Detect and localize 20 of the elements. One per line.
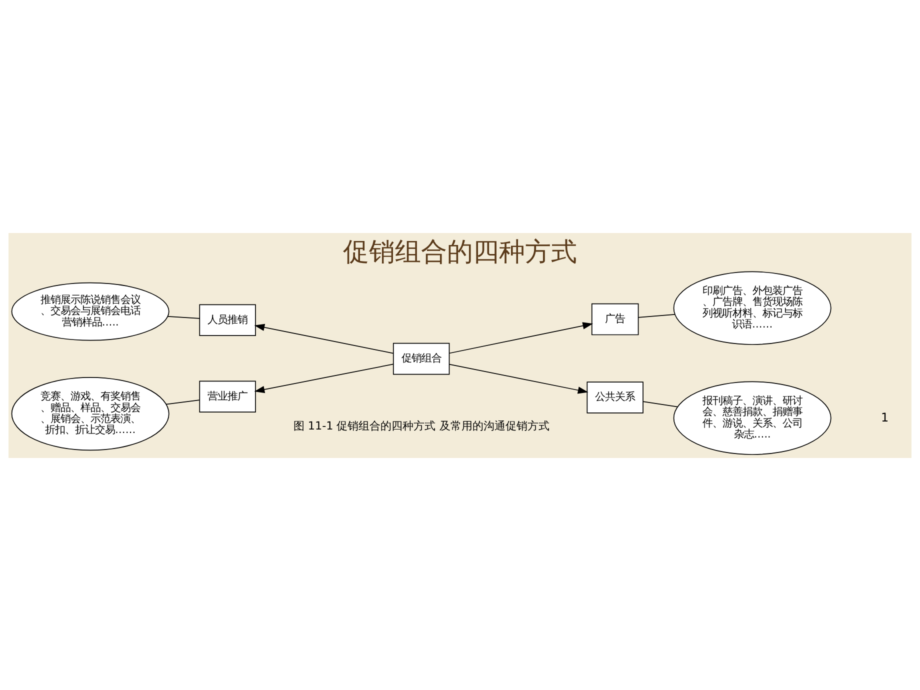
arrow (448, 363, 588, 394)
node-box: 营业推广 (199, 380, 256, 412)
connector (167, 315, 200, 318)
diagram-title: 促销组合的四种方式 (342, 236, 577, 267)
connector (642, 400, 678, 407)
node-box: 广告 (591, 302, 639, 335)
arrow (448, 322, 594, 354)
arrow (254, 323, 394, 354)
node-box: 促销组合 (392, 342, 450, 374)
node-ellipse: 竞赛、游戏、有奖销售、赠品、样品、交易会、展销会、示范表演、折扣、折让交易…… (11, 376, 170, 450)
connector (638, 314, 676, 318)
node-box: 人员推销 (199, 304, 256, 336)
node-ellipse: 报刊稿子、演讲、研讨会、慈善捐款、捐赠事件、游说、关系、公司杂志….. (673, 380, 832, 454)
connector (166, 399, 200, 404)
node-ellipse: 印刷广告、外包装广告、广告牌、售货现场陈列视听材料、标记与标识语…… (673, 270, 832, 344)
label: 1 (881, 410, 889, 424)
node-box: 公共关系 (586, 381, 644, 413)
arrow (254, 363, 394, 393)
caption: 图 11-1 促销组合的四种方式 及常用的沟通促销方式 (293, 419, 550, 432)
node-ellipse: 推销展示陈说销售会议、交易会与展销会电话营销样品….. (11, 282, 170, 340)
